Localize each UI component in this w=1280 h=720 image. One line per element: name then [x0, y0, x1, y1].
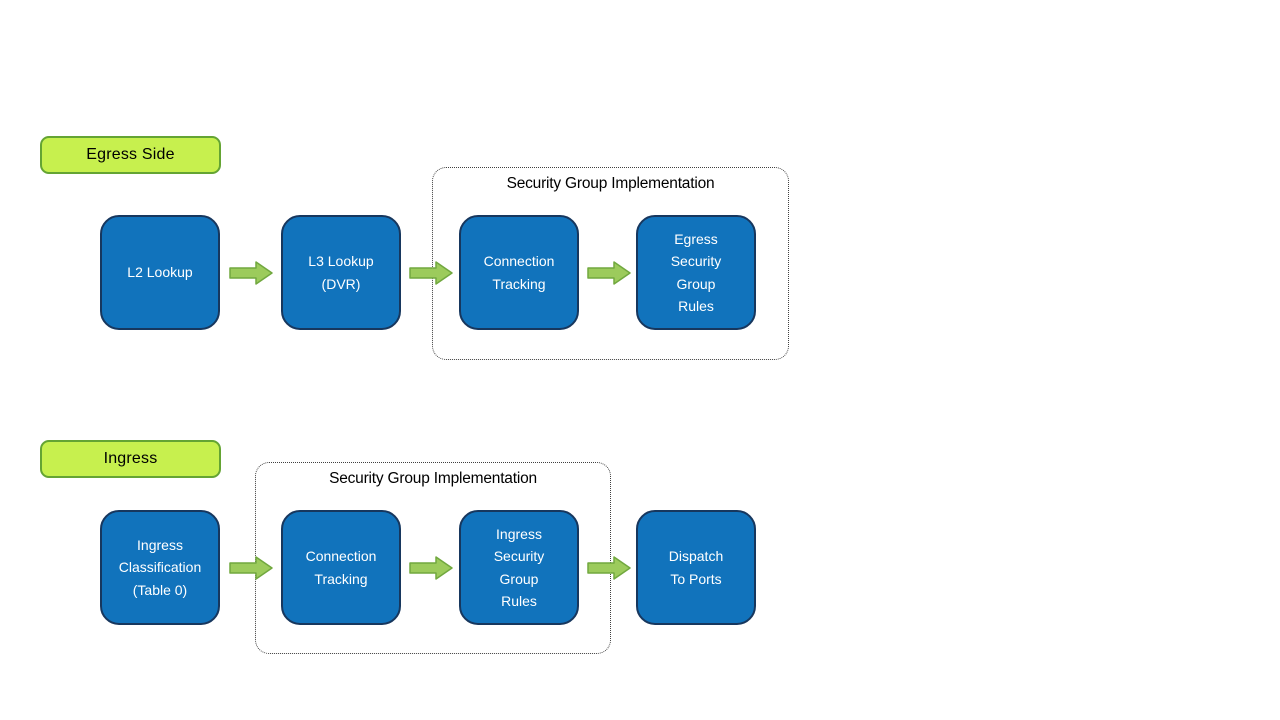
- flow-arrow-icon: [229, 556, 273, 580]
- node-l3-lookup-dvr: L3 Lookup (DVR): [281, 215, 401, 330]
- node-ingress-connection-tracking: Connection Tracking: [281, 510, 401, 625]
- ingress-security-group-title: Security Group Implementation: [329, 470, 537, 487]
- flow-arrow-icon: [409, 261, 453, 285]
- node-dispatch-to-ports: Dispatch To Ports: [636, 510, 756, 625]
- flow-arrow-icon: [587, 261, 631, 285]
- node-ingress-classification: Ingress Classification (Table 0): [100, 510, 220, 625]
- node-egress-connection-tracking: Connection Tracking: [459, 215, 579, 330]
- node-l2-lookup: L2 Lookup: [100, 215, 220, 330]
- node-egress-security-group-rules: Egress Security Group Rules: [636, 215, 756, 330]
- egress-security-group-container: Security Group Implementation: [432, 167, 789, 360]
- flow-arrow-icon: [229, 261, 273, 285]
- egress-security-group-title: Security Group Implementation: [506, 175, 715, 192]
- ingress-label: Ingress: [40, 440, 221, 478]
- flow-arrow-icon: [587, 556, 631, 580]
- egress-side-label: Egress Side: [40, 136, 221, 174]
- node-ingress-security-group-rules: Ingress Security Group Rules: [459, 510, 579, 625]
- flow-arrow-icon: [409, 556, 453, 580]
